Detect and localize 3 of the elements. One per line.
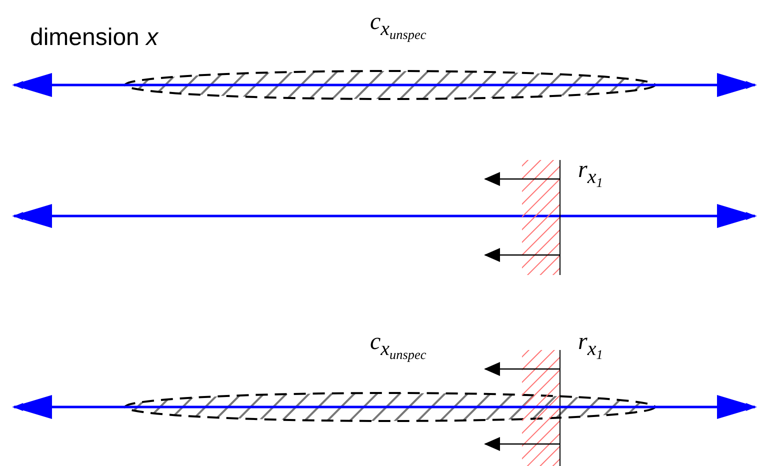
hatched-region <box>124 392 656 422</box>
hatched-region <box>124 70 656 100</box>
axis-label: dimension x <box>30 26 158 50</box>
